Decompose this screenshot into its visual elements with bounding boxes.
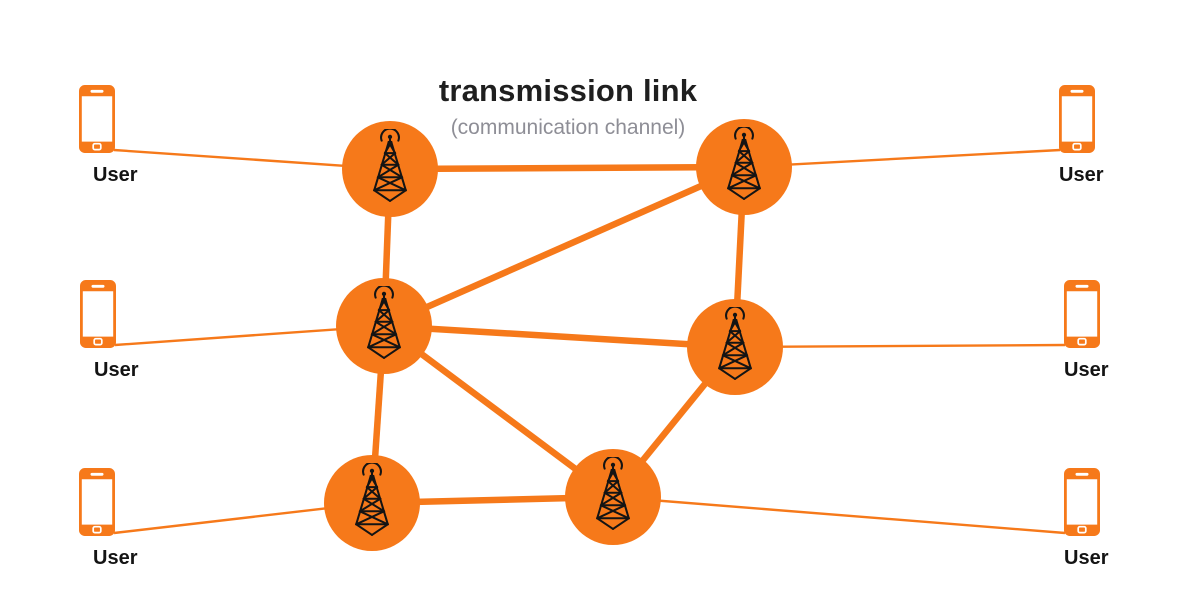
transmission-link-line <box>389 163 745 173</box>
smartphone-icon <box>79 85 115 153</box>
radio-tower-icon <box>361 129 419 207</box>
user-access-line <box>734 343 1066 349</box>
user-label: User <box>1064 547 1109 569</box>
transmission-link-line <box>383 322 736 351</box>
smartphone-icon <box>1064 280 1100 348</box>
user-node-right-middle: User <box>1064 280 1109 382</box>
user-access-line <box>743 148 1061 169</box>
transmission-link-line <box>382 164 746 329</box>
tower-node-bottom-left <box>324 455 420 551</box>
user-label: User <box>93 547 138 569</box>
radio-tower-icon <box>584 457 642 535</box>
smartphone-icon <box>1064 468 1100 536</box>
tower-node-top-left <box>342 121 438 217</box>
user-node-left-bottom: User <box>79 468 138 570</box>
user-label: User <box>93 164 138 186</box>
radio-tower-icon <box>715 127 773 205</box>
user-node-left-middle: User <box>80 280 139 382</box>
tower-node-top-right <box>696 119 792 215</box>
title-block: transmission link (communication channel… <box>439 73 697 140</box>
radio-tower-icon <box>343 463 401 541</box>
user-label: User <box>94 359 139 381</box>
diagram-subtitle: (communication channel) <box>450 116 686 139</box>
user-label: User <box>1059 164 1104 186</box>
user-node-right-top: User <box>1059 85 1104 187</box>
tower-node-middle-right <box>687 299 783 395</box>
user-label: User <box>1064 359 1109 381</box>
smartphone-icon <box>1059 85 1095 153</box>
smartphone-icon <box>80 280 116 348</box>
tower-node-middle-left <box>336 278 432 374</box>
tower-node-bottom-center <box>565 449 661 545</box>
user-node-right-bottom: User <box>1064 468 1109 570</box>
smartphone-icon <box>79 468 115 536</box>
diagram-title: transmission link <box>438 73 698 108</box>
user-node-left-top: User <box>79 85 138 187</box>
user-access-line <box>612 495 1066 535</box>
radio-tower-icon <box>355 286 413 364</box>
radio-tower-icon <box>706 307 764 385</box>
